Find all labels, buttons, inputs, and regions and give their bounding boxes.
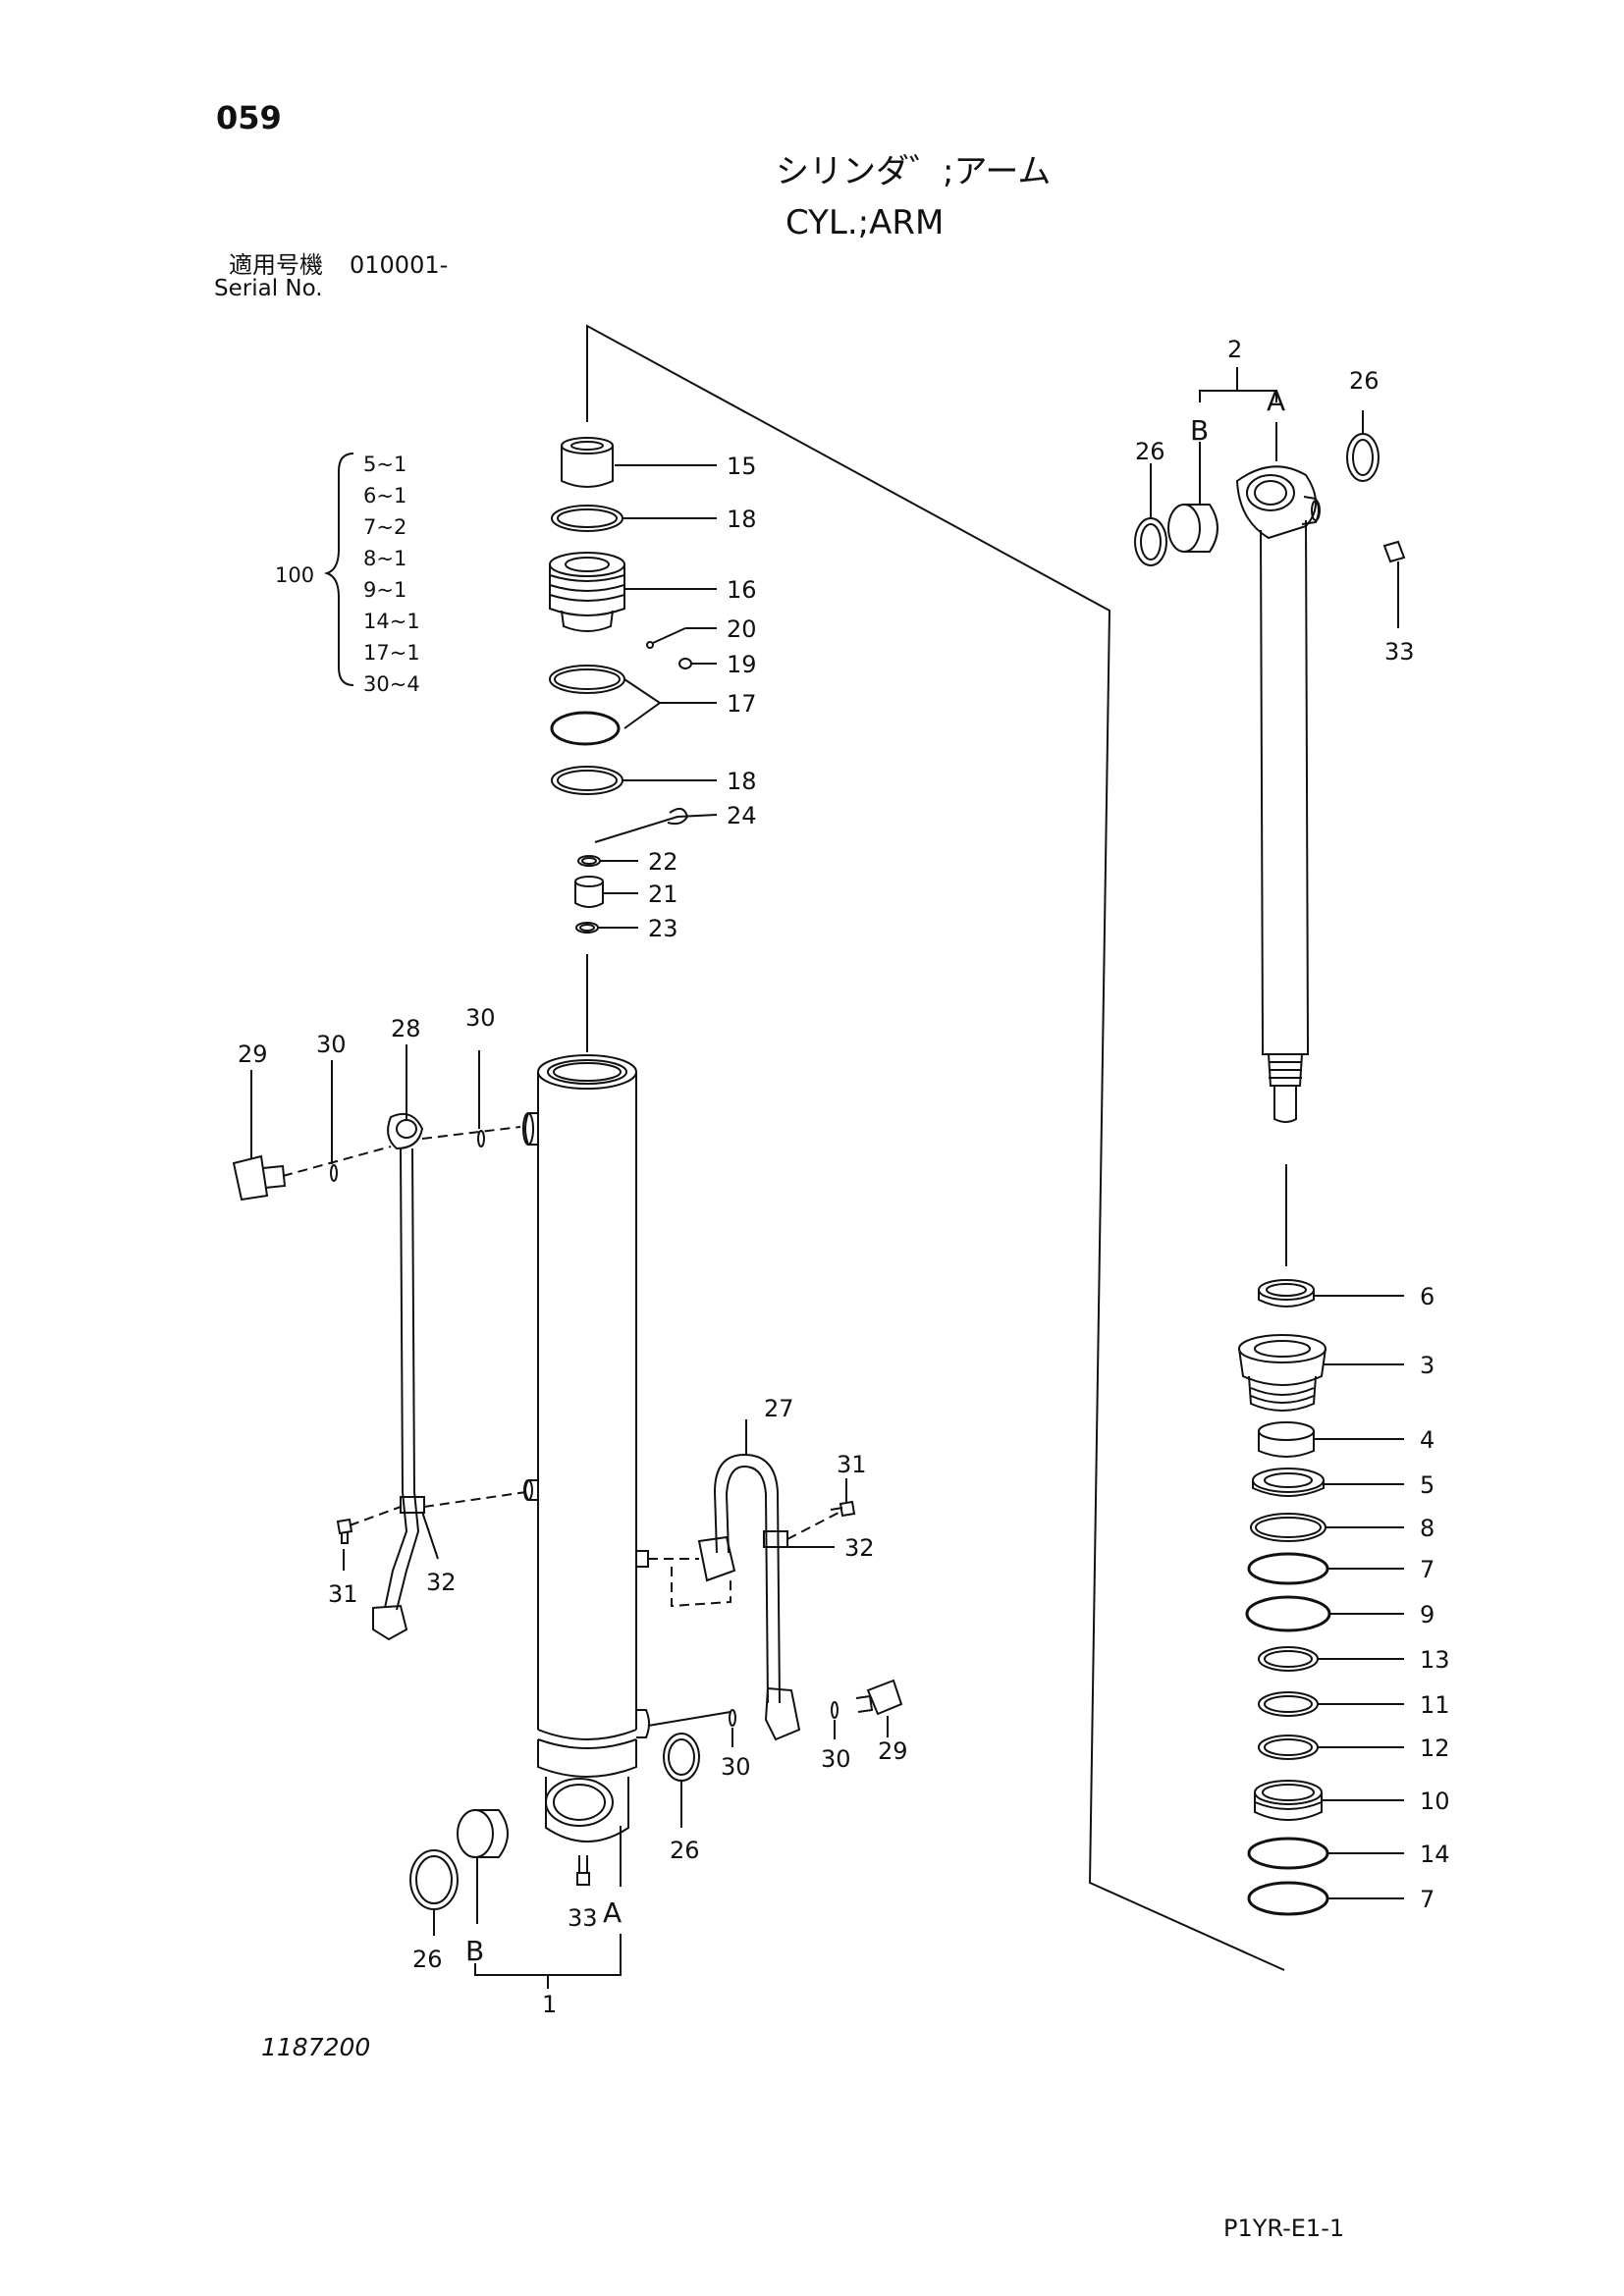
callout-6: 6 bbox=[1420, 1283, 1435, 1310]
serial-value: 010001- bbox=[350, 251, 449, 279]
left-pipe-lines bbox=[282, 1126, 527, 1526]
kit-label: 100 bbox=[275, 563, 314, 587]
callout-18b: 18 bbox=[727, 768, 757, 795]
callout-3: 3 bbox=[1420, 1352, 1435, 1379]
callout-29: 29 bbox=[238, 1041, 268, 1068]
callout-1: 1 bbox=[542, 1991, 557, 2018]
callout-18: 18 bbox=[727, 506, 757, 533]
callout-26b: 26 bbox=[670, 1837, 700, 1864]
kit-item: 9~1 bbox=[363, 578, 406, 602]
callout-30: 30 bbox=[316, 1031, 347, 1058]
callout-31: 31 bbox=[328, 1580, 358, 1608]
callout-8: 8 bbox=[1420, 1515, 1435, 1542]
left-pipe-leaders bbox=[250, 1044, 480, 1571]
callout-32: 32 bbox=[426, 1569, 457, 1596]
letter-b: B bbox=[465, 1935, 484, 1967]
cylinder-tube bbox=[522, 1054, 650, 1886]
callout-19: 19 bbox=[727, 651, 757, 678]
callout-7b: 7 bbox=[1420, 1886, 1435, 1913]
kit-item: 30~4 bbox=[363, 672, 420, 696]
kit-item: 5~1 bbox=[363, 453, 406, 476]
callout-33: 33 bbox=[568, 1904, 598, 1932]
title-english: CYL.;ARM bbox=[785, 203, 945, 242]
letter-a: A bbox=[603, 1896, 622, 1929]
page-number: 059 bbox=[216, 99, 282, 136]
explosion-guide-lines bbox=[586, 324, 1287, 1971]
gland-callouts: 15 18 16 20 19 17 18 24 22 21 23 bbox=[648, 453, 757, 942]
callout-10: 10 bbox=[1420, 1788, 1450, 1815]
title-japanese: シリンダ゛;アーム bbox=[776, 152, 1052, 191]
piston-rod bbox=[1134, 433, 1406, 1123]
callout-24: 24 bbox=[727, 802, 757, 829]
right-pipe-leaders bbox=[647, 1419, 889, 1747]
callout-26d: 26 bbox=[1135, 438, 1165, 465]
kit-item: 14~1 bbox=[363, 610, 420, 633]
kit-item: 17~1 bbox=[363, 641, 420, 665]
rod-top-leaders bbox=[1150, 367, 1399, 628]
right-pipe-lines bbox=[648, 1511, 841, 1608]
callout-7: 7 bbox=[1420, 1556, 1435, 1583]
drawing-number: 1187200 bbox=[261, 2033, 371, 2061]
right-pipe-callouts: 27 31 32 30 30 29 bbox=[721, 1395, 908, 1781]
left-pipe-callouts: 29 30 28 30 31 32 bbox=[238, 1004, 496, 1608]
callout-13: 13 bbox=[1420, 1646, 1450, 1674]
letter-b-rod: B bbox=[1190, 414, 1209, 447]
callout-28: 28 bbox=[391, 1015, 421, 1042]
rod-top-callouts: 2 26 26 33 A B bbox=[1135, 336, 1415, 666]
callout-4: 4 bbox=[1420, 1426, 1435, 1454]
callout-30c: 30 bbox=[721, 1753, 751, 1781]
right-pipe bbox=[697, 1453, 903, 1741]
callout-27: 27 bbox=[764, 1395, 794, 1422]
callout-30d: 30 bbox=[821, 1745, 851, 1773]
callout-29b: 29 bbox=[878, 1737, 908, 1765]
kit-item: 7~2 bbox=[363, 515, 406, 539]
callout-22: 22 bbox=[648, 848, 678, 876]
callout-33b: 33 bbox=[1384, 638, 1415, 666]
callout-14: 14 bbox=[1420, 1841, 1450, 1868]
callout-9: 9 bbox=[1420, 1601, 1435, 1629]
callout-11: 11 bbox=[1420, 1691, 1450, 1719]
piston-stack-callouts: 6 3 4 5 8 7 9 13 11 12 10 14 7 bbox=[1420, 1283, 1450, 1913]
kit-item: 6~1 bbox=[363, 484, 406, 507]
callout-23: 23 bbox=[648, 915, 678, 942]
callout-16: 16 bbox=[727, 576, 757, 604]
kit-item: 8~1 bbox=[363, 547, 406, 570]
callout-5: 5 bbox=[1420, 1471, 1435, 1499]
callout-12: 12 bbox=[1420, 1735, 1450, 1762]
gland-leader-lines bbox=[594, 464, 718, 929]
callout-17: 17 bbox=[727, 690, 757, 718]
callout-31b: 31 bbox=[837, 1451, 867, 1478]
callout-2: 2 bbox=[1227, 336, 1242, 363]
callout-30b: 30 bbox=[465, 1004, 496, 1032]
bottom-callouts: 26 26 33 1 A B bbox=[412, 1837, 700, 2018]
piston-stack bbox=[1238, 1279, 1331, 1916]
letter-a-rod: A bbox=[1267, 385, 1285, 417]
callout-15: 15 bbox=[727, 453, 757, 480]
bottom-parts bbox=[409, 1733, 700, 1989]
callout-21: 21 bbox=[648, 881, 678, 908]
callout-26c: 26 bbox=[1349, 367, 1380, 395]
callout-20: 20 bbox=[727, 615, 757, 643]
page-code: P1YR-E1-1 bbox=[1223, 2215, 1345, 2242]
serial-label-japanese: 適用号機 bbox=[229, 251, 323, 279]
callout-32b: 32 bbox=[844, 1534, 875, 1562]
serial-label-english: Serial No. bbox=[214, 276, 323, 301]
left-pipe bbox=[232, 1113, 485, 1641]
callout-26: 26 bbox=[412, 1946, 443, 1973]
kit-bracket: 100 5~1 6~1 7~2 8~1 9~1 14~1 17~1 30~4 bbox=[275, 453, 420, 696]
piston-stack-leaders bbox=[1314, 1295, 1404, 1899]
